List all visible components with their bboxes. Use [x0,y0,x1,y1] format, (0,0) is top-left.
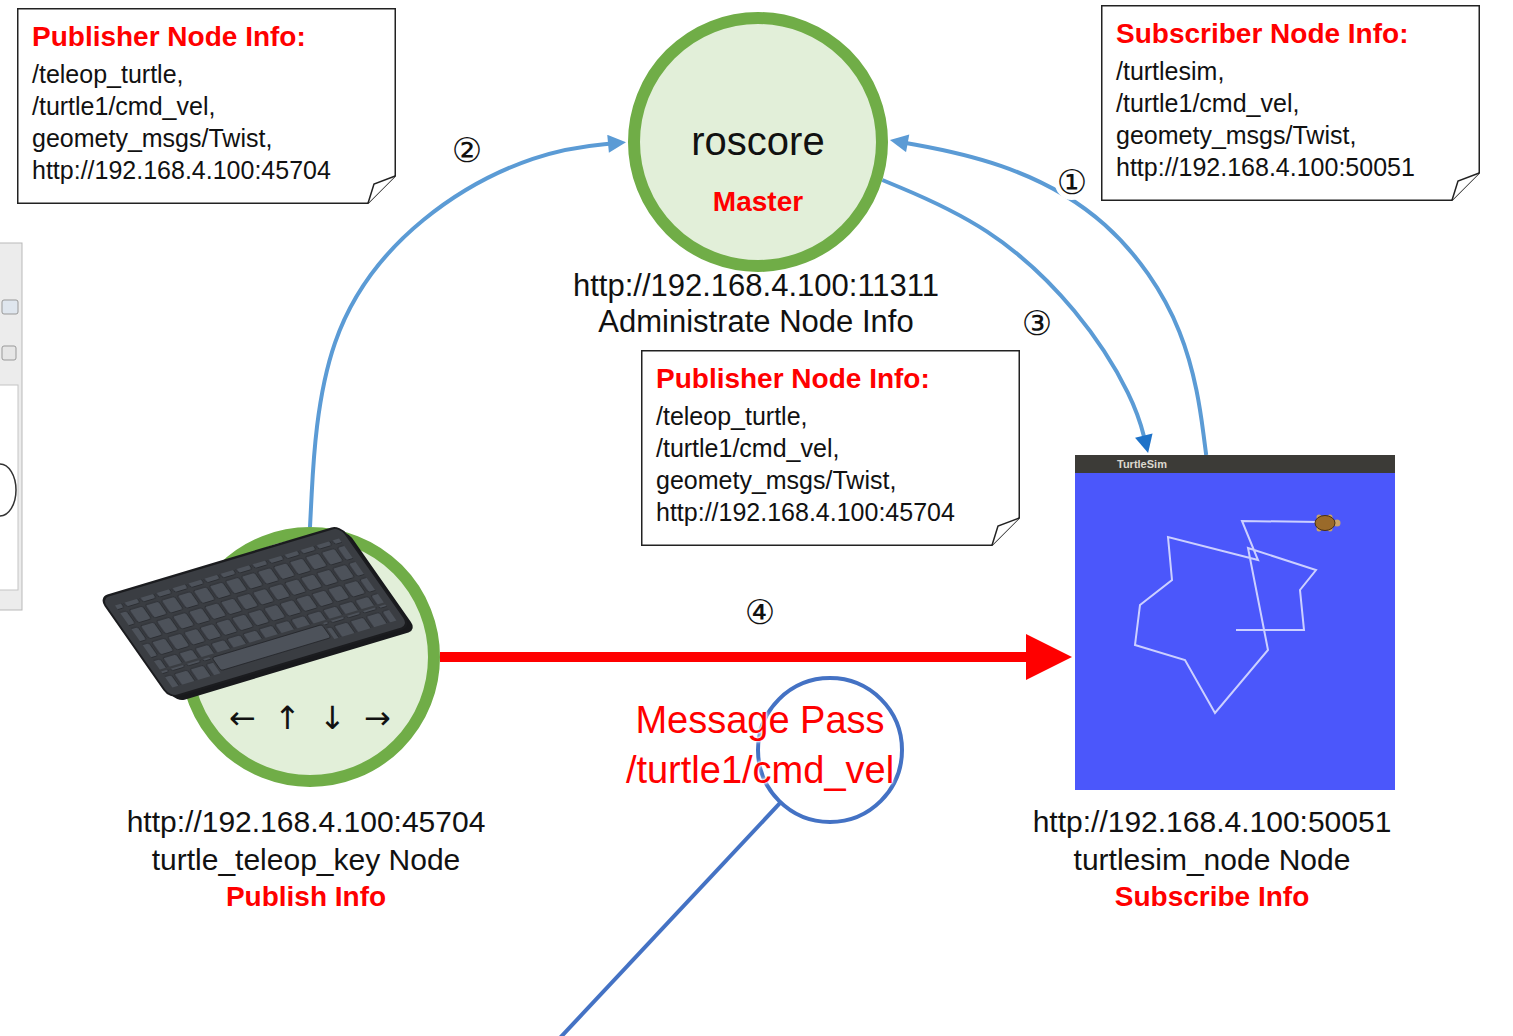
note-body: /teleop_turtle, /turtle1/cmd_vel, geomet… [32,58,352,186]
info-note: Publisher Node Info: /teleop_turtle, /tur… [17,8,396,204]
keyboard-keys [161,657,220,687]
note-fold [368,176,395,203]
keyboard-keys [115,538,384,669]
window-button [2,300,18,314]
info-note: Subscriber Node Info: /turtlesim, /turtle… [1101,5,1480,201]
message-arrow [440,652,1049,662]
turtlesim-window: TurtleSim [1075,455,1395,790]
window-frame [0,243,22,610]
turtle-trail [1135,521,1320,713]
keyboard-spacebar [212,625,331,671]
note-shape [1102,6,1480,201]
role-caption: Subscribe Info [1062,879,1362,915]
arrow-keys: ← ↑ ↓ → [229,699,391,737]
step-number: ④ [743,594,777,630]
note-fold [1452,173,1479,200]
role-caption: Publish Info [156,879,456,915]
note-heading: Subscriber Node Info: [1116,17,1436,51]
topic-caption: Message Pass /turtle1/cmd_vel [610,695,910,795]
turtle-window-art [1080,460,1341,713]
note-shape [18,9,396,204]
window-title: TurtleSim [1075,455,1395,473]
turtle-icon [1315,515,1341,532]
address-caption: http://192.168.4.100:50051 turtlesim_nod… [1012,803,1412,879]
step-number: ① [1055,164,1089,200]
turtlesim-window-outline [1075,455,1395,790]
node-name: roscore [691,118,824,164]
note-fold [992,518,1019,545]
note-body: /turtlesim, /turtle1/cmd_vel, geomety_ms… [1116,55,1436,183]
window-button [1092,460,1100,468]
keyboard-picture [100,525,417,703]
note-body: /teleop_turtle, /turtle1/cmd_vel, geomet… [656,400,976,528]
master-node: roscoreMaster [628,12,888,272]
window-button [1080,460,1088,468]
ellipse-fragment [0,464,16,516]
node-circle [634,18,882,266]
step-number: ② [450,132,484,168]
keyboard-body [100,526,410,698]
note-heading: Publisher Node Info: [32,20,352,54]
address-caption: http://192.168.4.100:45704 turtle_teleop… [106,803,506,879]
node-role: Master [713,186,803,218]
partial-window [0,243,22,610]
address-caption: http://192.168.4.100:11311 Administrate … [556,268,956,340]
note-heading: Publisher Node Info: [656,362,976,396]
window-pane [0,385,18,590]
leader-line [558,802,781,1036]
window-button [2,346,16,360]
step-number: ③ [1020,305,1054,341]
keyboard-keys [323,604,396,639]
info-note: Publisher Node Info: /teleop_turtle, /tur… [641,350,1020,546]
note-shape [642,351,1020,546]
